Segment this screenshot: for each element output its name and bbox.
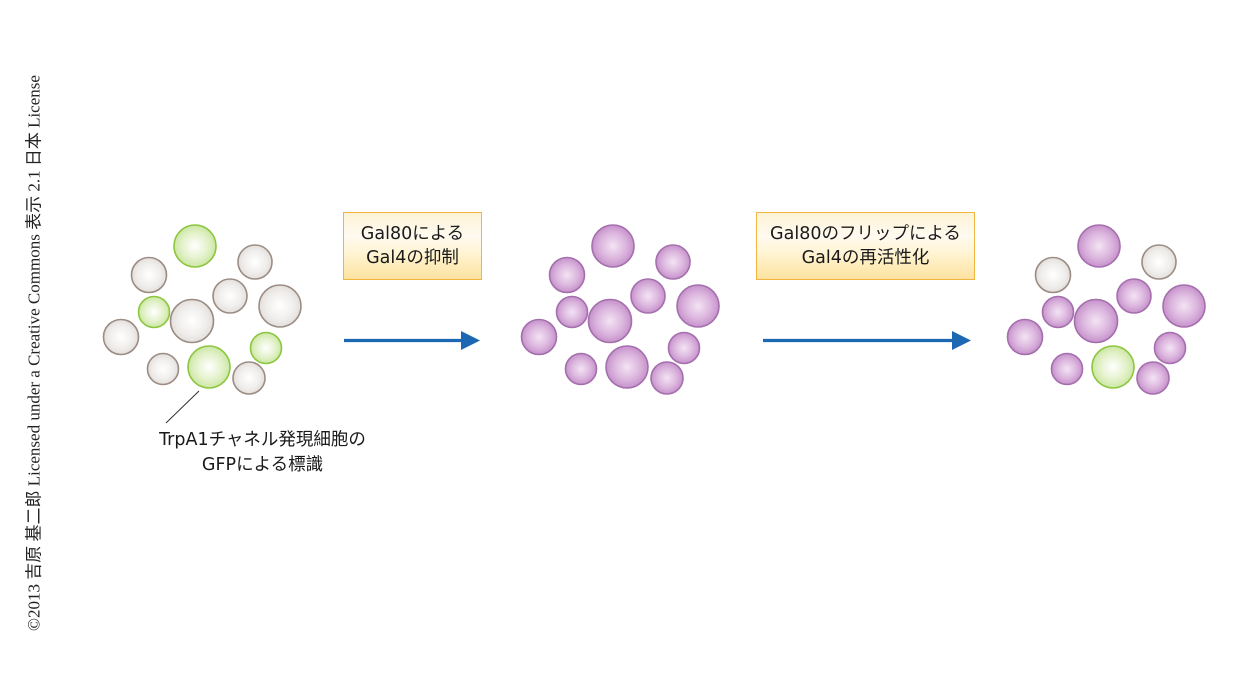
gray-cell — [237, 244, 273, 280]
cell-clusters — [102, 224, 1206, 395]
gray-cell — [102, 318, 140, 356]
gfp-cell — [249, 331, 283, 365]
gfp-cell — [187, 345, 231, 389]
purple-cell — [655, 244, 691, 280]
purple-cell — [676, 284, 720, 328]
purple-cell — [1153, 331, 1187, 365]
purple-cell — [1077, 224, 1121, 268]
gfp-cell — [137, 295, 171, 329]
purple-cell — [587, 298, 633, 344]
gray-cell — [258, 284, 302, 328]
purple-cell — [1050, 352, 1084, 386]
cluster-gal4-suppressed-state — [520, 224, 720, 395]
cluster-gal4-reactivated-state — [1006, 224, 1206, 395]
purple-cell — [605, 345, 649, 389]
gray-cell — [169, 298, 215, 344]
purple-cell — [667, 331, 701, 365]
callout-line — [165, 390, 200, 424]
purple-cell — [1162, 284, 1206, 328]
purple-cell — [555, 295, 589, 329]
step-label-line: Gal80のフリップによる — [770, 224, 961, 244]
caption-line: TrpA1チャネル発現細胞の — [159, 430, 366, 450]
step-label-line: Gal4の再活性化 — [801, 248, 930, 268]
gray-cell — [1141, 244, 1177, 280]
step-label-line: Gal80による — [360, 224, 465, 244]
purple-cell — [1136, 361, 1170, 395]
purple-cell — [1073, 298, 1119, 344]
gray-cell — [130, 256, 168, 294]
gray-cell — [232, 361, 266, 395]
step-label-gal4-reactivation: Gal80のフリップによる Gal4の再活性化 — [756, 212, 975, 280]
gray-cell — [146, 352, 180, 386]
step-label-line: Gal4の抑制 — [366, 248, 459, 268]
purple-cell — [1116, 278, 1152, 314]
step-label-gal4-suppression: Gal80による Gal4の抑制 — [343, 212, 482, 280]
arrow-1-head — [461, 331, 480, 350]
gray-cell — [212, 278, 248, 314]
purple-cell — [591, 224, 635, 268]
purple-cell — [564, 352, 598, 386]
arrow-2-head — [952, 331, 971, 350]
purple-cell — [1006, 318, 1044, 356]
gfp-cell — [1091, 345, 1135, 389]
caption-line: GFPによる標識 — [201, 455, 324, 475]
purple-cell — [650, 361, 684, 395]
gfp-cell — [173, 224, 217, 268]
gfp-cell-caption: TrpA1チャネル発現細胞の GFPによる標識 — [120, 428, 405, 478]
arrow-2 — [763, 331, 971, 350]
purple-cell — [548, 256, 586, 294]
purple-cell — [1041, 295, 1075, 329]
purple-cell — [630, 278, 666, 314]
cluster-initial-state — [102, 224, 302, 395]
purple-cell — [520, 318, 558, 356]
arrow-1 — [344, 331, 480, 350]
gray-cell — [1034, 256, 1072, 294]
